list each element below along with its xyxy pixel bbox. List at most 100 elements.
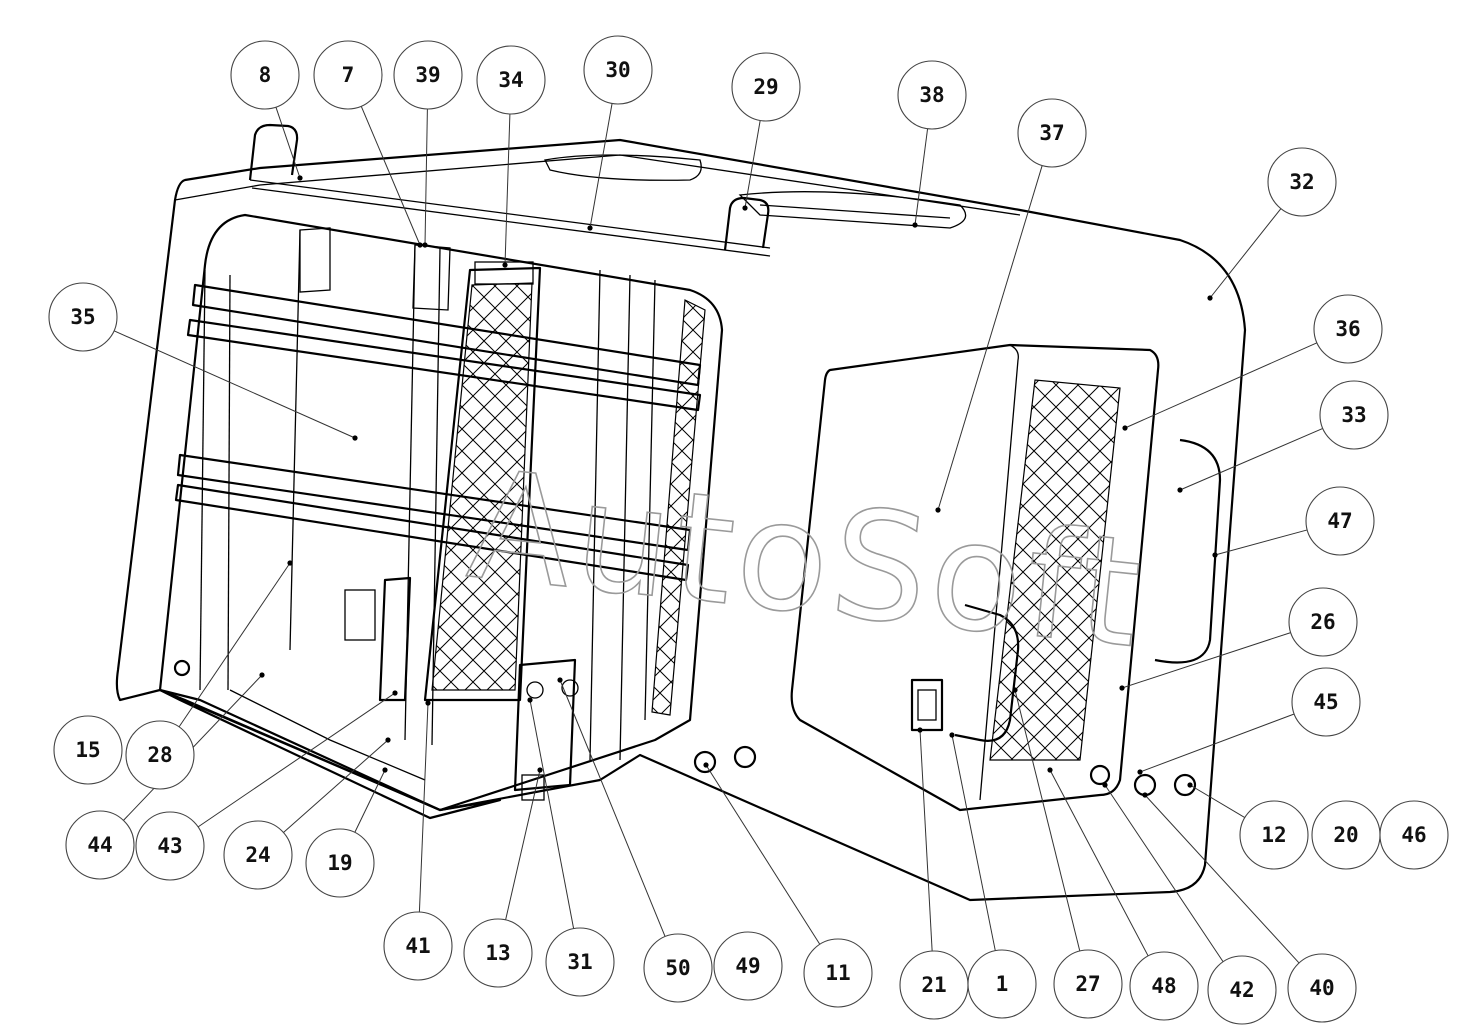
callout-number: 41 — [405, 934, 430, 958]
callout-41: 41 — [383, 911, 453, 981]
callout-number: 12 — [1261, 823, 1286, 847]
side-mesh-strip — [651, 299, 706, 716]
leader-line-48 — [1049, 769, 1149, 957]
callout-number: 21 — [921, 973, 946, 997]
callout-33: 33 — [1319, 380, 1389, 450]
callout-21: 21 — [899, 950, 969, 1020]
callout-45: 45 — [1291, 667, 1361, 737]
callout-42: 42 — [1207, 955, 1277, 1025]
callout-number: 24 — [245, 843, 270, 867]
callout-circle — [1207, 955, 1277, 1025]
callout-number: 28 — [147, 743, 172, 767]
callout-43: 43 — [135, 811, 205, 881]
callout-26: 26 — [1288, 587, 1358, 657]
leader-point-48 — [1047, 767, 1053, 773]
callout-circle — [1313, 294, 1383, 364]
callout-circle — [223, 820, 293, 890]
callout-40: 40 — [1287, 953, 1357, 1023]
leader-line-30 — [589, 103, 613, 229]
callout-circle — [383, 911, 453, 981]
leader-point-12 — [1187, 782, 1193, 788]
callout-circle — [393, 40, 463, 110]
callout-number: 26 — [1310, 610, 1335, 634]
callout-31: 31 — [545, 927, 615, 997]
leader-line-13 — [505, 769, 541, 920]
radiator-core — [423, 261, 542, 702]
callout-13: 13 — [463, 918, 533, 988]
leader-point-27 — [1012, 687, 1018, 693]
callout-circle — [1319, 380, 1389, 450]
leader-point-31 — [527, 697, 533, 703]
leader-point-35 — [352, 435, 358, 441]
leader-line-47 — [1214, 529, 1308, 556]
leader-line-24 — [283, 739, 389, 833]
callout-8: 8 — [230, 40, 300, 110]
callout-number: 30 — [605, 58, 630, 82]
callout-35: 35 — [48, 282, 118, 352]
callout-circle — [1017, 98, 1087, 168]
leader-point-32 — [1207, 295, 1213, 301]
callout-circle — [65, 810, 135, 880]
leader-line-38 — [914, 128, 929, 226]
hood-body — [115, 123, 1247, 902]
callout-28: 28 — [125, 720, 195, 790]
callout-number: 45 — [1313, 690, 1338, 714]
callout-11: 11 — [803, 938, 873, 1008]
bottom-plate — [158, 688, 502, 820]
callout-47: 47 — [1305, 486, 1375, 556]
leader-line-39 — [424, 108, 428, 246]
callout-circle — [135, 811, 205, 881]
callout-49: 49 — [713, 931, 783, 1001]
leader-point-19 — [382, 767, 388, 773]
callout-circle — [1239, 800, 1309, 870]
callout-number: 47 — [1327, 509, 1352, 533]
callout-number: 7 — [342, 63, 355, 87]
leader-line-11 — [705, 764, 821, 945]
callout-number: 27 — [1075, 972, 1100, 996]
leader-point-7 — [417, 242, 423, 248]
callout-circle — [125, 720, 195, 790]
leader-point-43 — [392, 690, 398, 696]
callout-circle — [731, 52, 801, 122]
leader-line-1 — [951, 734, 996, 951]
callout-circle — [476, 45, 546, 115]
callout-19: 19 — [305, 828, 375, 898]
leader-line-21 — [919, 729, 933, 952]
side-door-panel — [790, 343, 1222, 812]
callout-circle — [1129, 951, 1199, 1021]
leader-point-24 — [385, 737, 391, 743]
callout-number: 31 — [567, 950, 592, 974]
frame-crossbars — [174, 227, 702, 761]
callout-circle — [1291, 667, 1361, 737]
callout-number: 46 — [1401, 823, 1426, 847]
callout-36: 36 — [1313, 294, 1383, 364]
leader-line-32 — [1209, 208, 1282, 299]
callout-circle — [897, 60, 967, 130]
callout-circle — [463, 918, 533, 988]
callout-12: 12 — [1239, 800, 1309, 870]
leader-line-35 — [113, 330, 356, 439]
callout-number: 34 — [498, 68, 523, 92]
leader-point-21 — [917, 727, 923, 733]
leader-point-44 — [259, 672, 265, 678]
leader-line-50 — [559, 679, 666, 937]
callout-number: 44 — [87, 833, 112, 857]
callout-number: 49 — [735, 954, 760, 978]
callout-32: 32 — [1267, 147, 1337, 217]
leader-lines — [113, 103, 1323, 964]
leader-point-28 — [287, 560, 293, 566]
callout-38: 38 — [897, 60, 967, 130]
callout-circle — [48, 282, 118, 352]
callout-number: 29 — [753, 75, 778, 99]
callout-circle — [305, 828, 375, 898]
callout-number: 39 — [415, 63, 440, 87]
leader-point-26 — [1119, 685, 1125, 691]
callout-number: 50 — [665, 956, 690, 980]
callout-circle — [230, 40, 300, 110]
leader-line-7 — [360, 106, 421, 246]
callout-number: 15 — [75, 738, 100, 762]
leader-line-43 — [197, 692, 396, 828]
callout-44: 44 — [65, 810, 135, 880]
callout-circle — [313, 40, 383, 110]
